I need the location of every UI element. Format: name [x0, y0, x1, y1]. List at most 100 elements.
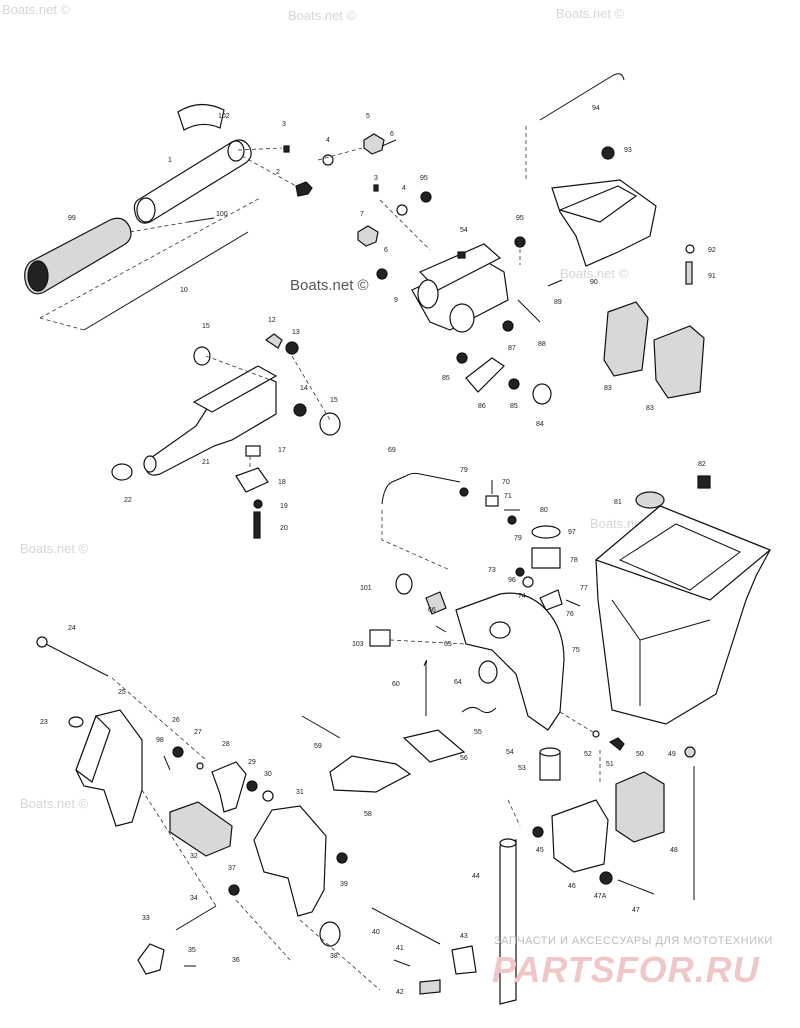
- housing-inner: [618, 523, 741, 591]
- nut-37: [228, 884, 240, 896]
- callout-label: 52: [584, 751, 592, 758]
- nut-93: [601, 146, 615, 160]
- tiller-handle-group: [24, 103, 397, 331]
- callout-label: 43: [460, 933, 468, 940]
- callout-label: 95: [516, 215, 524, 222]
- callout-label: 79: [514, 535, 522, 542]
- callout-label: 70: [502, 479, 510, 486]
- grip-end: [27, 260, 49, 292]
- callout-label: 48: [670, 847, 678, 854]
- brand-caption: ЗАПЧАСТИ И АКСЕССУАРЫ ДЛЯ МОТОТЕХНИКИ: [494, 935, 773, 947]
- throttle-bracket-group: [357, 184, 563, 405]
- callout-label: 31: [296, 789, 304, 796]
- callout-label: 41: [396, 945, 404, 952]
- callout-label: 56: [460, 755, 468, 762]
- washer-27: [196, 762, 204, 770]
- callout-label: 15: [202, 323, 210, 330]
- watermark-boats-net-main: Boats.net ©: [290, 277, 369, 294]
- callout-label: 84: [536, 421, 544, 428]
- assembly-lines: [381, 510, 451, 571]
- washer-4: [322, 154, 334, 166]
- callout-label: 83: [604, 385, 612, 392]
- watermark-boats-net: Boats.net ©: [2, 2, 71, 17]
- clip-42: [419, 979, 441, 995]
- assembly-lines: [39, 197, 261, 331]
- bolt-24: [41, 641, 109, 677]
- callout-label: 38: [330, 953, 338, 960]
- callout-label: 95: [420, 175, 428, 182]
- callout-label: 90: [590, 279, 598, 286]
- bracket-hole: [449, 303, 475, 333]
- callout-label: 60: [392, 681, 400, 688]
- nut-26: [172, 746, 184, 758]
- tube-end: [227, 140, 245, 162]
- nut-85: [508, 378, 520, 390]
- callout-label: 91: [708, 273, 716, 280]
- cable-94: [539, 73, 625, 121]
- assembly-lines: [507, 750, 601, 827]
- sleeve-78: [531, 547, 561, 569]
- callout-label: 78: [570, 557, 578, 564]
- pin-100: [187, 217, 215, 223]
- washer-38: [319, 921, 341, 947]
- callout-label: 33: [142, 915, 150, 922]
- tilt-tube-group: [499, 750, 695, 1005]
- bolt-20: [253, 511, 261, 539]
- bracket-75: [455, 592, 565, 731]
- pin-98: [163, 755, 171, 771]
- pin-88: [517, 299, 541, 323]
- nut-51: [608, 737, 625, 751]
- pin-89: [547, 279, 563, 287]
- callout-label: 85: [510, 403, 518, 410]
- callout-label: 42: [396, 989, 404, 996]
- callout-label: 75: [572, 647, 580, 654]
- screw-3: [373, 184, 379, 192]
- callout-label: 66: [428, 607, 436, 614]
- sleeve-top: [539, 747, 561, 757]
- rod-60: [423, 660, 428, 716]
- clamp-bracket-right: [253, 805, 327, 917]
- bushing-29: [246, 780, 258, 792]
- assembly-lines: [129, 147, 363, 233]
- arm-end: [143, 455, 157, 473]
- callout-label: 53: [518, 765, 526, 772]
- rod-69: [381, 472, 461, 505]
- callout-label: 47: [632, 907, 640, 914]
- callout-label: 80: [540, 507, 548, 514]
- callout-label: 21: [202, 459, 210, 466]
- callout-label: 28: [222, 741, 230, 748]
- lever-28: [211, 761, 247, 813]
- callout-label: 4: [402, 185, 406, 192]
- watermark-layer: Boats.net © Boats.net © Boats.net © Boat…: [2, 2, 659, 811]
- callout-label: 32: [190, 853, 198, 860]
- disc-84: [532, 383, 552, 405]
- callout-label: 19: [280, 503, 288, 510]
- clamp-bracket-group: [36, 636, 477, 995]
- callout-label: 59: [314, 743, 322, 750]
- brand-logo: PARTSFOR.RU: [492, 949, 760, 990]
- swivel-housing-group: [594, 505, 772, 725]
- rod-10: [83, 231, 249, 331]
- remote-control-group: [525, 73, 705, 399]
- bolt-76: [565, 599, 581, 607]
- callout-label: 98: [156, 737, 164, 744]
- callout-label: 34: [190, 895, 198, 902]
- tiller-arm-21: [145, 373, 277, 476]
- callout-label: 87: [508, 345, 516, 352]
- callout-label: 85: [442, 375, 450, 382]
- tiller-tube: [133, 139, 252, 224]
- callout-label: 65: [444, 641, 452, 648]
- nut-14: [293, 403, 307, 417]
- spring-55: [461, 706, 497, 714]
- assembly-lines: [389, 639, 597, 735]
- callout-label: 2: [276, 169, 280, 176]
- handle-33: [137, 943, 165, 975]
- grip-99: [24, 217, 132, 295]
- callout-label: 77: [580, 585, 588, 592]
- disc-101: [395, 573, 413, 595]
- plate-56: [402, 729, 466, 763]
- callout-label: 29: [248, 759, 256, 766]
- housing-top: [594, 505, 772, 601]
- watermark-boats-net: Boats.net ©: [20, 796, 89, 811]
- clip-18: [235, 467, 269, 493]
